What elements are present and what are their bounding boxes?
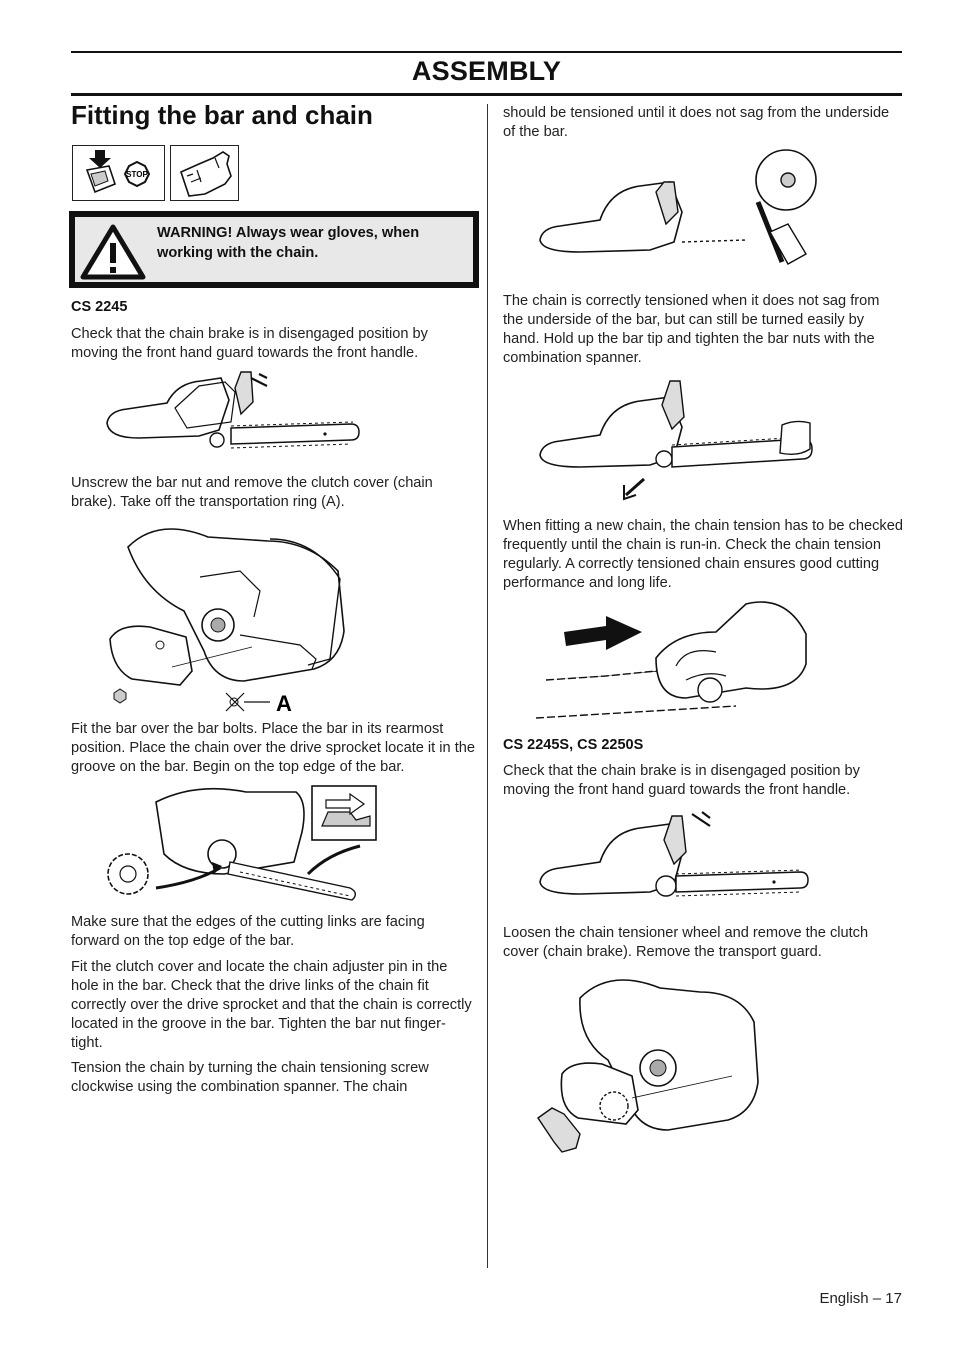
warning-triangle-icon [80, 224, 146, 280]
cs2245s-heading: CS 2245S, CS 2250S [503, 737, 644, 753]
gloves-icon-box [170, 145, 239, 201]
chainsaw-brake-illustration [106, 371, 360, 449]
header-bottom-rule [71, 93, 902, 96]
switch-off-engine-icon: STOP [85, 150, 151, 194]
section-title: ASSEMBLY [411, 56, 562, 86]
tensioner-removal-illustration [537, 979, 759, 1153]
warning-text: WARNING! Always wear gloves, when workin… [157, 225, 420, 261]
clutch-cover-removal-illustration: A [109, 528, 345, 716]
cs2245-heading: CS 2245 [71, 299, 128, 315]
arrow-right-icon [564, 616, 642, 650]
holding-bar-tip-illustration [539, 380, 813, 501]
warning-box: WARNING! Always wear gloves, when workin… [69, 211, 479, 288]
cs2245-paragraph-2: Unscrew the bar nut and remove the clutc… [71, 475, 433, 510]
fitting-chain-illustration [107, 785, 377, 901]
spanner-tensioning-illustration [539, 149, 817, 265]
cs2245-paragraph-1: Check that the chain brake is in disenga… [71, 326, 428, 361]
glove-chain-illustration [535, 601, 807, 719]
chainsaw-brake-illustration-2 [539, 811, 809, 897]
right-paragraph-5: Loosen the chain tensioner wheel and rem… [503, 925, 869, 960]
right-paragraph-1: should be tensioned until it does not sa… [503, 105, 890, 140]
right-paragraph-3: When fitting a new chain, the chain tens… [503, 518, 903, 591]
transport-ring-label: A [276, 691, 292, 716]
page-title: Fitting the bar and chain [71, 100, 373, 130]
right-paragraph-2: The chain is correctly tensioned when it… [503, 293, 880, 366]
cs2245-paragraph-5: Fit the clutch cover and locate the chai… [71, 959, 472, 1051]
column-separator [487, 104, 488, 1268]
cs2245-paragraph-6: Tension the chain by turning the chain t… [71, 1060, 429, 1095]
cs2245-paragraph-3: Fit the bar over the bar bolts. Place th… [71, 721, 475, 775]
header-top-rule [71, 51, 902, 53]
gloves-icon [180, 151, 232, 197]
cs2245-paragraph-4: Make sure that the edges of the cutting … [71, 914, 425, 949]
page-number: English – 17 [819, 1290, 902, 1307]
read-manual-stop-icon-box: STOP [72, 145, 165, 201]
stop-sign-label: STOP [126, 170, 148, 179]
right-paragraph-4: Check that the chain brake is in disenga… [503, 763, 860, 798]
